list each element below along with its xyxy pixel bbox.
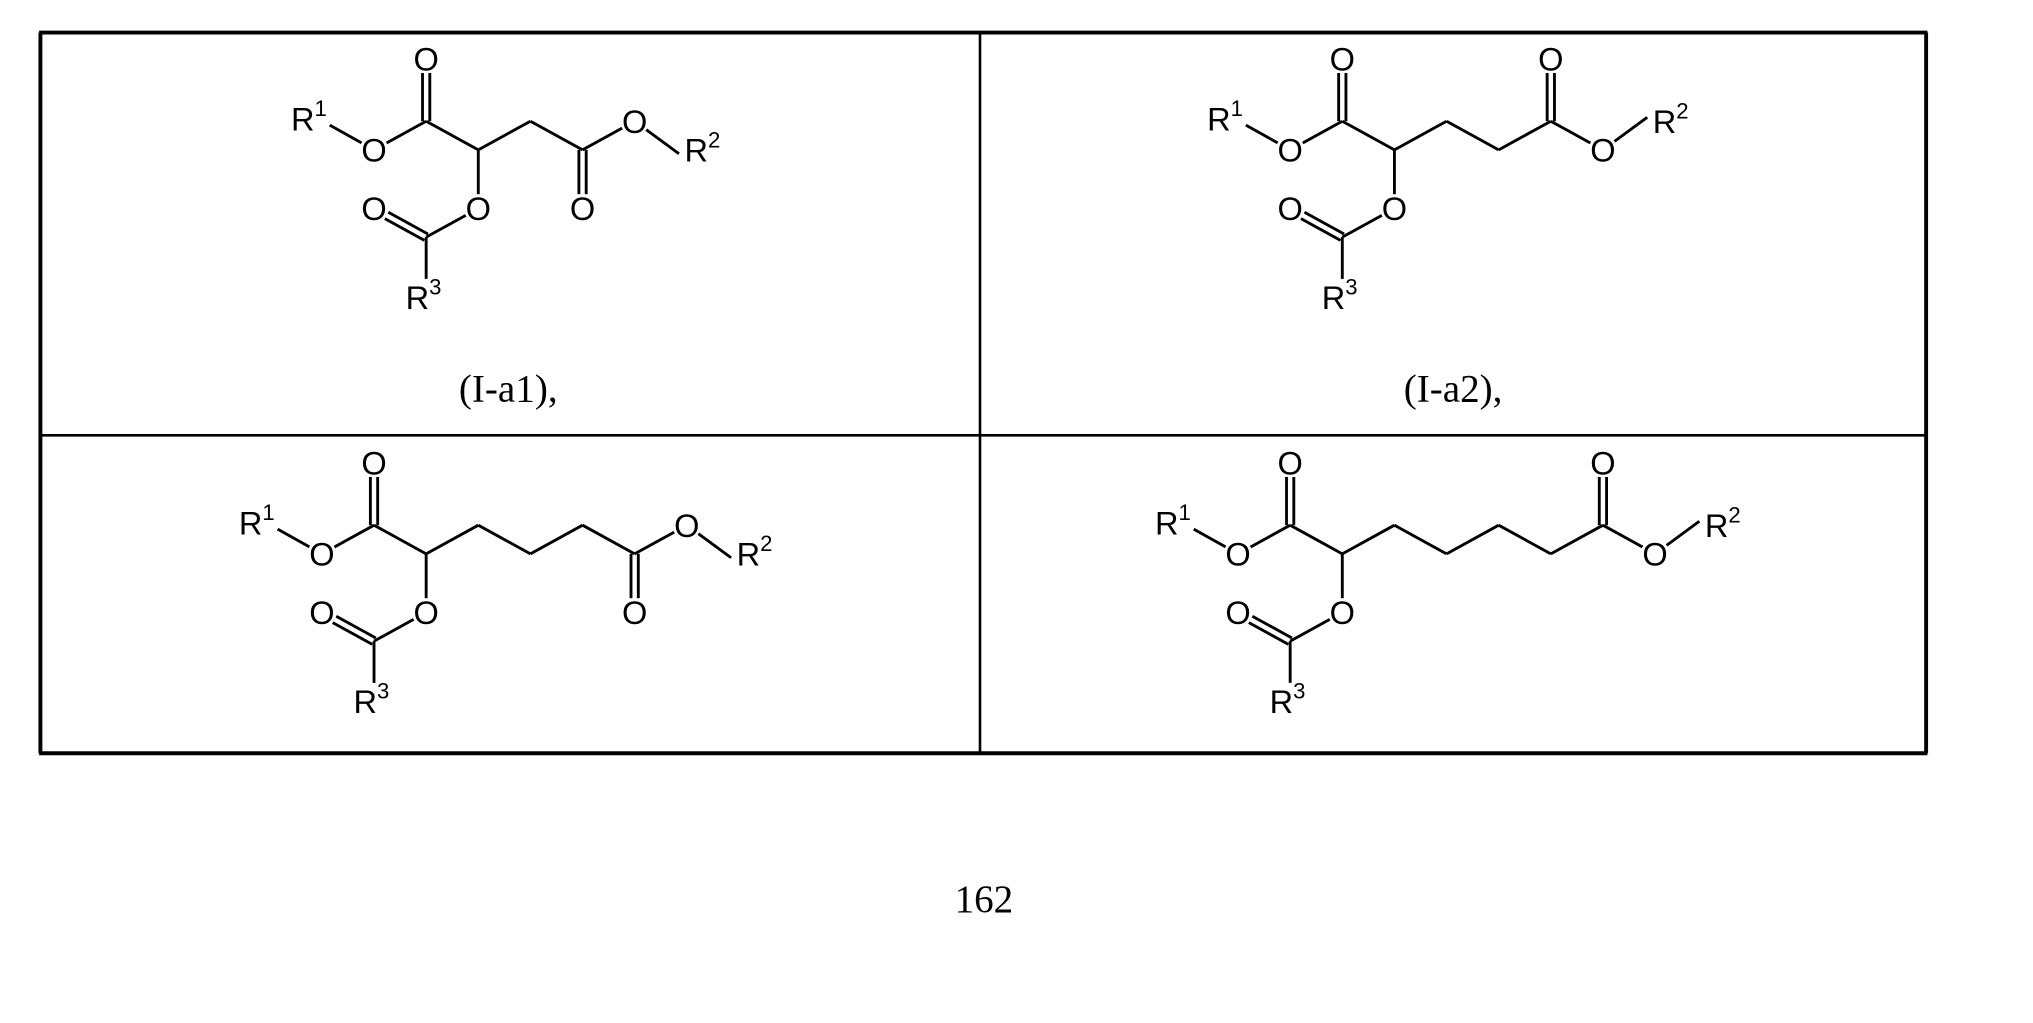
- r2-group: R2: [1705, 503, 1741, 544]
- single-bond: [1603, 525, 1643, 547]
- r3-group: R3: [1322, 275, 1358, 316]
- r1-group: R1: [1207, 96, 1243, 137]
- single-bond: [1614, 117, 1647, 141]
- oxygen-atom: O: [309, 595, 334, 631]
- r2-group: R2: [737, 531, 773, 572]
- oxygen-atom: O: [1590, 133, 1615, 169]
- structure-table: [39, 33, 1927, 754]
- single-bond: [426, 121, 478, 150]
- single-bond: [1447, 121, 1499, 150]
- single-bond: [426, 525, 478, 554]
- single-bond: [478, 121, 530, 150]
- single-bond: [1342, 121, 1394, 150]
- single-bond: [1303, 121, 1343, 143]
- oxygen-atom: O: [1277, 445, 1302, 481]
- single-bond: [583, 128, 623, 150]
- single-bond: [646, 130, 679, 154]
- single-bond: [374, 525, 426, 554]
- single-bond: [1447, 525, 1499, 554]
- oxygen-atom: O: [413, 595, 438, 631]
- single-bond: [1194, 529, 1226, 547]
- oxygen-atom: O: [674, 508, 699, 544]
- single-bond: [334, 525, 374, 547]
- oxygen-atom: O: [1590, 445, 1615, 481]
- single-bond: [530, 525, 582, 554]
- oxygen-atom: O: [361, 133, 386, 169]
- oxygen-atom: O: [622, 595, 647, 631]
- page-number: 162: [955, 878, 1014, 921]
- oxygen-atom: O: [413, 41, 438, 77]
- single-bond: [1246, 125, 1278, 143]
- single-bond: [1251, 525, 1291, 547]
- oxygen-atom: O: [1225, 595, 1250, 631]
- oxygen-atom: O: [1538, 41, 1563, 77]
- single-bond: [1394, 121, 1446, 150]
- single-bond: [1290, 619, 1330, 641]
- r1-group: R1: [1155, 500, 1191, 541]
- single-bond: [1667, 521, 1700, 545]
- structure-3: OOR1OOR3OOR2: [239, 445, 773, 719]
- single-bond: [1394, 525, 1446, 554]
- r3-group: R3: [1270, 679, 1306, 720]
- oxygen-atom: O: [466, 191, 491, 227]
- single-bond: [583, 525, 635, 554]
- structure-2: OOR1OOR3OOR2: [1207, 41, 1689, 315]
- single-bond: [387, 121, 427, 143]
- oxygen-atom: O: [570, 191, 595, 227]
- structure-4: OOR1OOR3OOR2: [1155, 445, 1741, 719]
- single-bond: [698, 534, 731, 558]
- oxygen-atom: O: [361, 445, 386, 481]
- compound-label-i-a2: (I-a2),: [1404, 367, 1503, 410]
- oxygen-atom: O: [1642, 537, 1667, 573]
- compound-label-i-a1: (I-a1),: [459, 367, 558, 410]
- single-bond: [1342, 525, 1394, 554]
- single-bond: [278, 529, 310, 547]
- single-bond: [1499, 121, 1551, 150]
- single-bond: [478, 525, 530, 554]
- r3-group: R3: [354, 679, 390, 720]
- single-bond: [1290, 525, 1342, 554]
- single-bond: [530, 121, 582, 150]
- r2-group: R2: [685, 127, 721, 168]
- oxygen-atom: O: [361, 191, 386, 227]
- single-bond: [1551, 525, 1603, 554]
- oxygen-atom: O: [1277, 133, 1302, 169]
- single-bond: [1551, 121, 1591, 143]
- r1-group: R1: [291, 96, 327, 137]
- oxygen-atom: O: [309, 537, 334, 573]
- oxygen-atom: O: [1330, 41, 1355, 77]
- r2-group: R2: [1653, 99, 1689, 140]
- r3-group: R3: [406, 275, 442, 316]
- oxygen-atom: O: [1225, 537, 1250, 573]
- r1-group: R1: [239, 500, 275, 541]
- single-bond: [330, 125, 362, 143]
- oxygen-atom: O: [1382, 191, 1407, 227]
- single-bond: [635, 532, 675, 554]
- oxygen-atom: O: [622, 104, 647, 140]
- single-bond: [374, 619, 414, 641]
- oxygen-atom: O: [1277, 191, 1302, 227]
- structure-1: OOR1OOR3OOR2: [291, 41, 720, 315]
- single-bond: [1342, 215, 1382, 237]
- single-bond: [1499, 525, 1551, 554]
- single-bond: [426, 215, 466, 237]
- oxygen-atom: O: [1330, 595, 1355, 631]
